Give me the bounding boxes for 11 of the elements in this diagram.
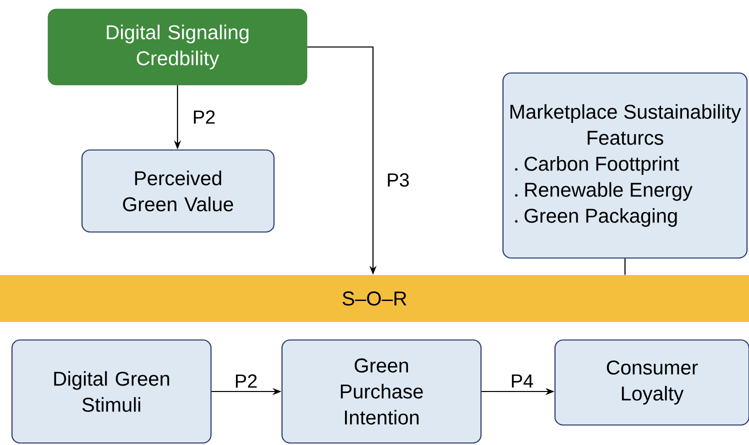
construct-box: Digital Green Stimuli — [11, 339, 212, 444]
edge-label: P4 — [512, 374, 534, 388]
construct-box: Perceived Green Value — [81, 149, 275, 233]
edge-label: P2 — [194, 110, 215, 124]
framework-band: S–O–R — [0, 275, 749, 322]
construct-box: Green Purchase Intention — [281, 339, 482, 444]
construct-box: Consumer Loyalty — [554, 339, 749, 426]
construct-box: Digital Signaling Credbility — [48, 8, 308, 86]
features-box: Marketplace Sustainability Featurcs Carbon Foottprint Renewable Energy Green Packaging — [502, 72, 748, 259]
edge-label: P2 — [236, 374, 257, 388]
edge-label: P3 — [388, 173, 409, 187]
